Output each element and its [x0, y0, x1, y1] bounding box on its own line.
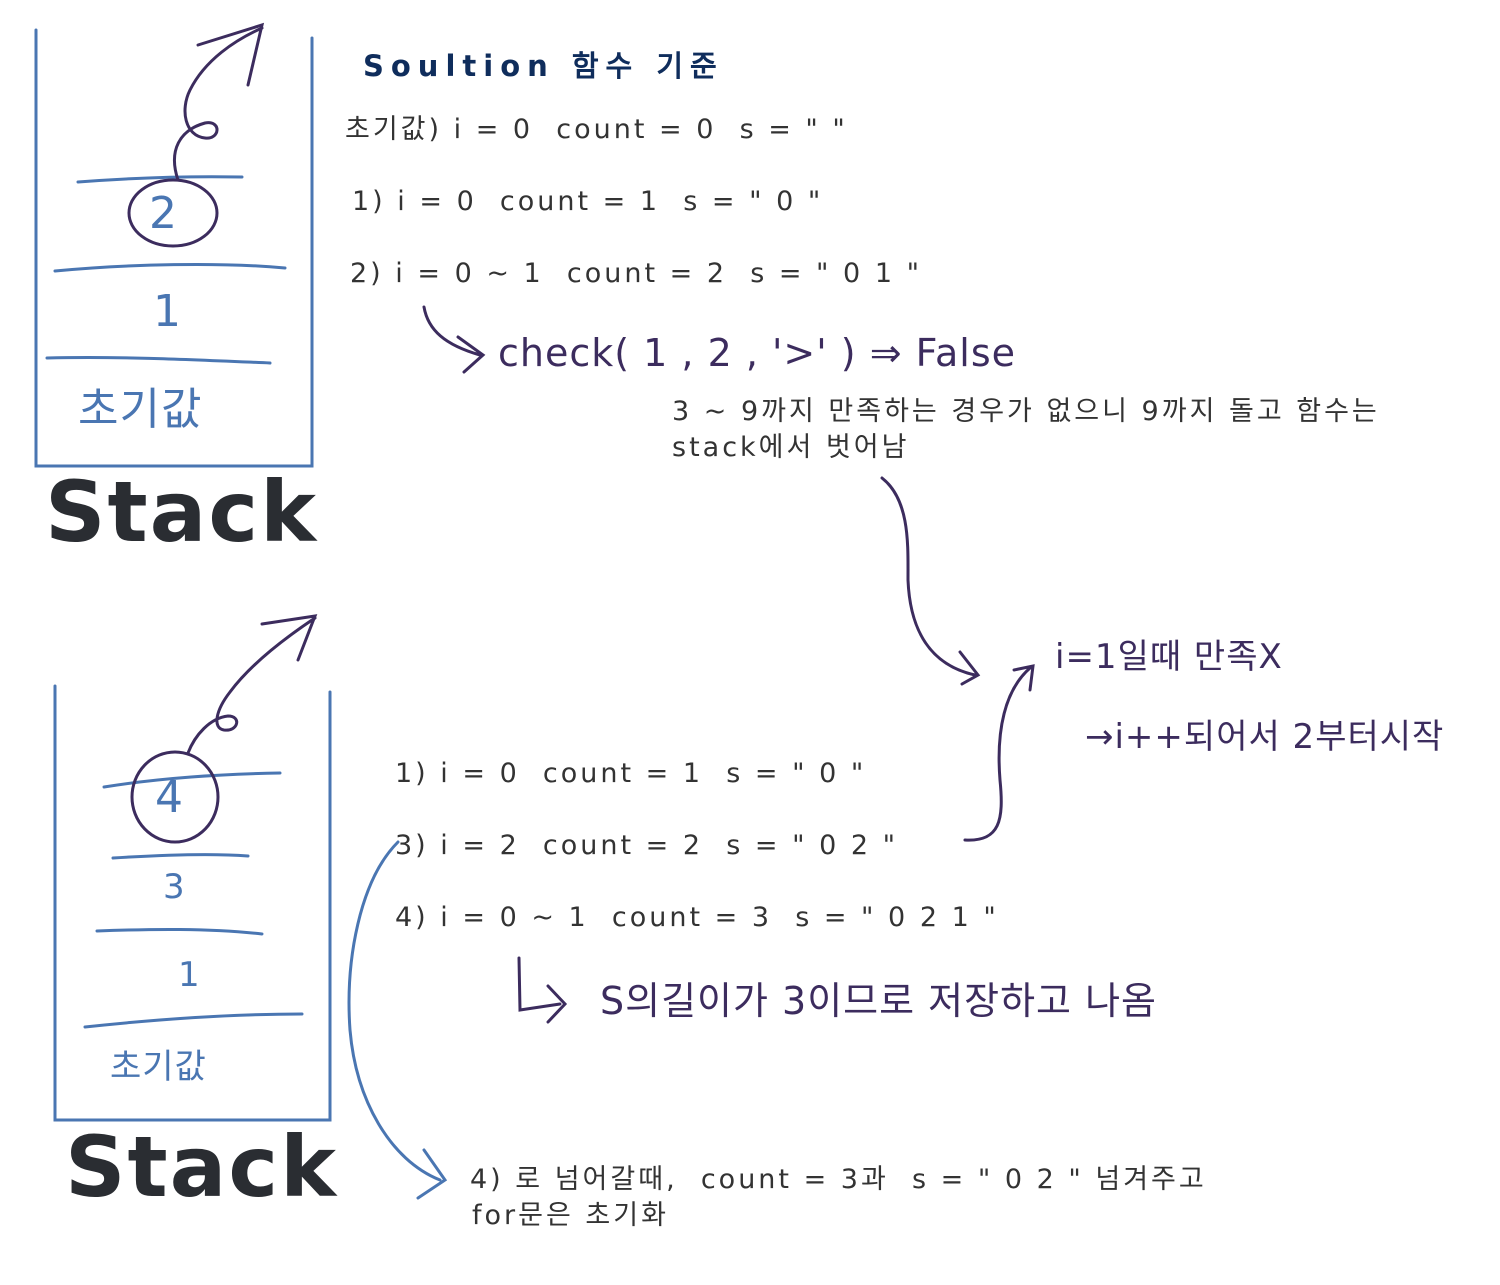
- stack-bottom-divider-4: [83, 1012, 304, 1029]
- stack-top-push-arrow: [127, 22, 265, 248]
- stack-bottom-push-arrow: [130, 614, 318, 844]
- stack-top-item-initial: 초기값: [78, 384, 203, 435]
- note-pass-2: for문은 초기화: [472, 1200, 669, 1231]
- page-title: Soultion 함수 기준: [363, 49, 724, 83]
- stack-bottom-item-4: 4: [155, 772, 184, 823]
- hook-arrow-check: [422, 305, 486, 374]
- stack-bottom-divider-1: [102, 771, 282, 789]
- trace-bottom-line3: 3) i = 2 count = 2 s = " 0 2 ": [395, 830, 899, 861]
- stack-top-circle-2: [127, 178, 219, 248]
- stack-top-label: Stack: [45, 463, 318, 561]
- stack-top-item-2: 2: [149, 188, 178, 239]
- note-explain-2: stack에서 벗어남: [672, 432, 910, 463]
- stack-bottom-item-3: 3: [163, 867, 186, 907]
- note-check-false: check( 1 , 2 , '>' ) ⇒ False: [498, 331, 1017, 375]
- note-right-2: →i++되어서 2부터시작: [1085, 717, 1445, 757]
- trace-bottom-line4: 4) i = 0 ~ 1 count = 3 s = " 0 2 1 ": [395, 902, 999, 933]
- hook-arrow-result: [517, 956, 568, 1024]
- curve-arrow-explain: [880, 476, 981, 686]
- stack-bottom-item-1: 1: [178, 955, 201, 995]
- stack-bottom-item-initial: 초기값: [110, 1047, 207, 1087]
- curve-arrow-line3: [963, 664, 1035, 842]
- note-right-1: i=1일때 만족X: [1055, 637, 1283, 677]
- stack-bottom-divider-3: [95, 927, 264, 936]
- trace-initial: 초기값) i = 0 count = 0 s = " ": [345, 114, 848, 145]
- stack-bottom-container: [53, 684, 332, 1122]
- stack-bottom-divider-2: [111, 853, 250, 860]
- trace-top-line1: 1) i = 0 count = 1 s = " 0 ": [352, 186, 824, 217]
- stack-top-divider-1: [76, 175, 244, 184]
- trace-bottom-line1: 1) i = 0 count = 1 s = " 0 ": [395, 758, 867, 789]
- note-result: S의길이가 3이므로 저장하고 나옴: [600, 979, 1158, 1023]
- trace-top-line2: 2) i = 0 ~ 1 count = 2 s = " 0 1 ": [350, 258, 922, 289]
- curve-arrow-pass: [347, 840, 448, 1200]
- stack-bottom-circle-4: [130, 750, 220, 844]
- stack-top-item-1: 1: [153, 286, 182, 337]
- stack-top-container: [34, 28, 314, 468]
- note-pass-1: 4) 로 넘어갈때, count = 3과 s = " 0 2 " 넘겨주고: [470, 1164, 1207, 1195]
- stack-top-divider-2: [53, 262, 287, 273]
- stack-bottom-label: Stack: [65, 1118, 338, 1216]
- stack-top-divider-3: [45, 355, 272, 365]
- note-explain-1: 3 ~ 9까지 만족하는 경우가 없으니 9까지 돌고 함수는: [672, 396, 1380, 427]
